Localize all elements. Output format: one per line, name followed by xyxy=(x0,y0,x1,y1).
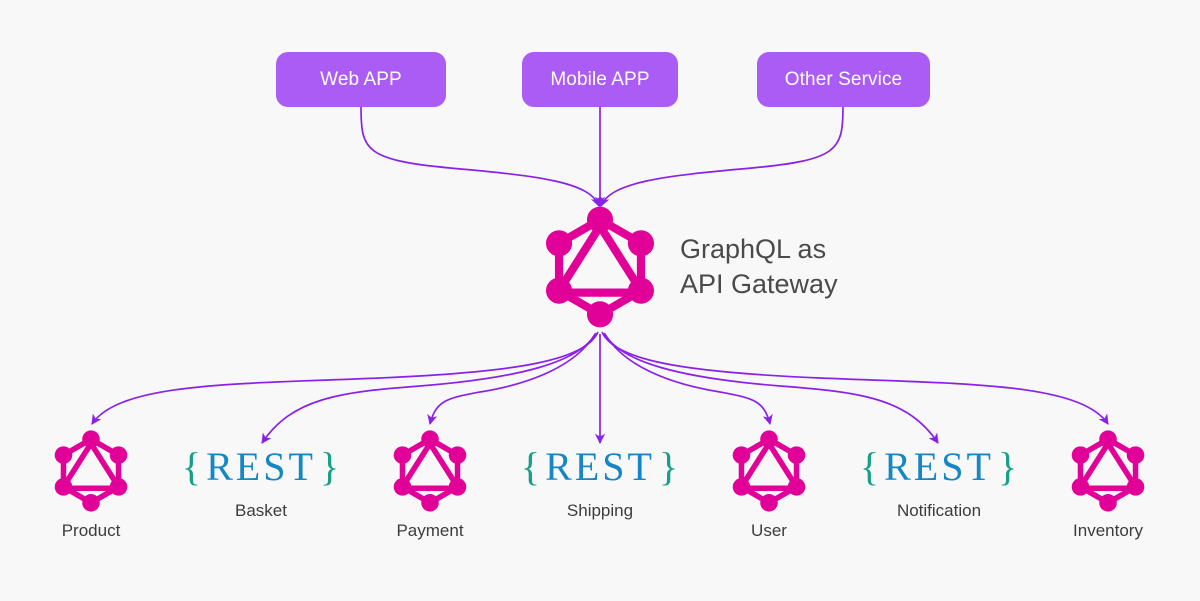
graphql-logo-icon xyxy=(54,430,128,512)
edge-gateway-to-inventory xyxy=(601,331,1109,425)
rest-close-brace: } xyxy=(658,444,680,489)
service-node-payment[interactable]: Payment xyxy=(350,428,510,541)
service-label-notification: Notification xyxy=(896,501,982,520)
rest-word: REST xyxy=(206,444,316,489)
edge-gateway-to-basket xyxy=(261,332,597,444)
rest-word: REST xyxy=(884,444,994,489)
service-node-inventory[interactable]: Inventory xyxy=(1028,428,1188,541)
api-gateway-node: GraphQL as API Gateway xyxy=(536,203,936,331)
rest-close-brace: } xyxy=(997,444,1019,489)
rest-logo-icon: {REST} xyxy=(860,447,1018,487)
graphql-logo-icon xyxy=(732,430,806,512)
rest-logo-icon: {REST} xyxy=(182,447,340,487)
rest-open-brace: { xyxy=(181,444,203,489)
service-label-inventory: Inventory xyxy=(1073,521,1143,540)
client-label-other-service: Other Service xyxy=(784,68,903,90)
service-node-product[interactable]: Product xyxy=(11,428,171,541)
client-box-other-service[interactable]: Other Service xyxy=(757,52,930,107)
gateway-title: GraphQL as API Gateway xyxy=(680,234,838,299)
edge-gateway-to-payment xyxy=(427,333,596,425)
client-box-mobile-app[interactable]: Mobile APP xyxy=(522,52,678,107)
graphql-logo-icon xyxy=(393,430,467,512)
client-box-web-app[interactable]: Web APP xyxy=(276,52,446,107)
rest-close-brace: } xyxy=(319,444,341,489)
edge-gateway-to-product xyxy=(91,331,599,425)
edge-other-to-gateway xyxy=(599,106,844,207)
service-label-basket: Basket xyxy=(235,501,287,520)
edge-web-to-gateway xyxy=(360,106,601,207)
graphql-logo-icon xyxy=(545,206,655,328)
service-node-shipping[interactable]: {REST} Shipping xyxy=(520,447,680,521)
service-label-payment: Payment xyxy=(396,521,464,540)
service-label-product: Product xyxy=(61,521,121,540)
rest-logo-icon: {REST} xyxy=(521,447,679,487)
service-node-notification[interactable]: {REST} Notification xyxy=(859,447,1019,521)
rest-open-brace: { xyxy=(859,444,881,489)
service-node-basket[interactable]: {REST} Basket xyxy=(181,447,341,521)
rest-open-brace: { xyxy=(520,444,542,489)
client-label-web-app: Web APP xyxy=(320,68,402,90)
rest-word: REST xyxy=(545,444,655,489)
service-label-user: User xyxy=(751,521,787,540)
client-label-mobile-app: Mobile APP xyxy=(550,68,650,90)
service-node-user[interactable]: User xyxy=(689,428,849,541)
graphql-logo-icon xyxy=(1071,430,1145,512)
edge-gateway-to-notification xyxy=(603,332,939,444)
service-label-shipping: Shipping xyxy=(566,501,634,520)
edge-gateway-to-user xyxy=(604,333,773,425)
